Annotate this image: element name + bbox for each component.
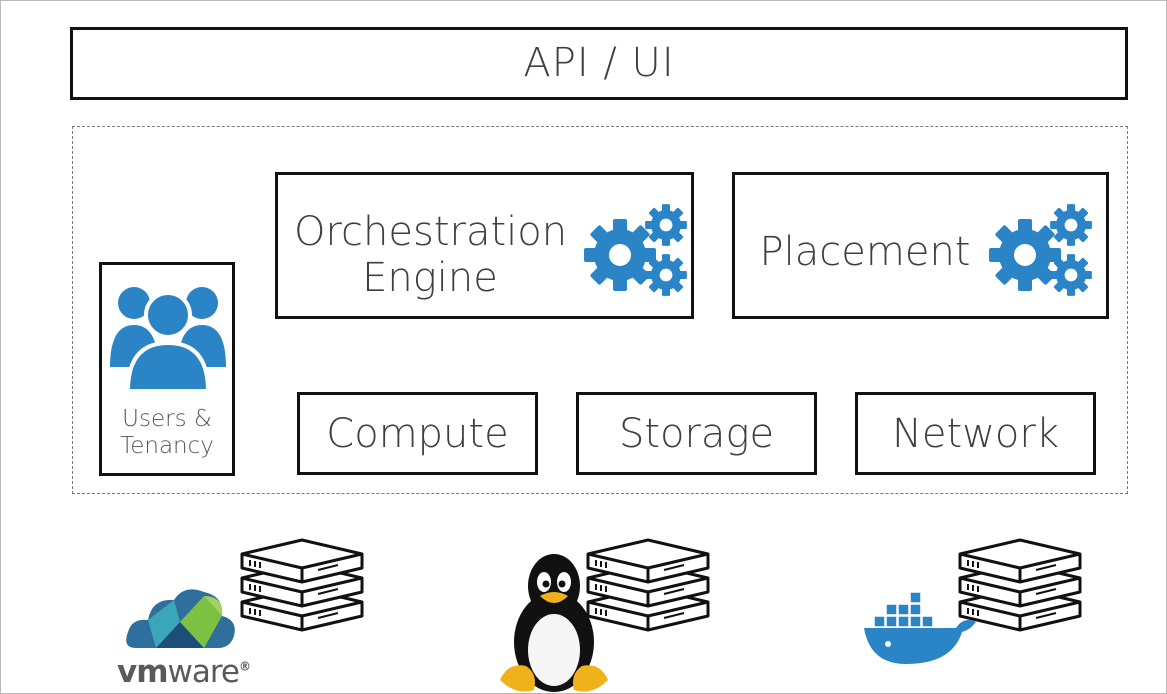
network-label: Network: [891, 411, 1059, 457]
server-stack-icon: [240, 538, 364, 632]
server-stack-icon: [586, 538, 710, 632]
placement-label: Placement: [759, 229, 971, 275]
users-tenancy-label: Users & Tenancy: [102, 406, 232, 460]
storage-box: Storage: [576, 392, 817, 475]
orchestration-engine-label: Orchestration Engine: [294, 209, 568, 301]
platform-boundary: [72, 126, 1128, 494]
compute-label: Compute: [326, 411, 509, 457]
users-line1: Users &: [122, 406, 212, 432]
server-stack-icon: [958, 538, 1082, 632]
vmware-rest: ware: [167, 654, 240, 690]
vmware-wordmark: vmware®: [117, 654, 251, 690]
linux-tux-icon: [500, 554, 608, 692]
vmware-mark: ®: [239, 659, 251, 674]
gears-icon: [584, 204, 687, 296]
network-box: Network: [855, 392, 1096, 475]
compute-box: Compute: [297, 392, 538, 475]
vmware-logo: [126, 589, 235, 648]
users-group-icon: [110, 287, 226, 393]
storage-label: Storage: [618, 411, 775, 457]
orchestration-line1: Orchestration: [294, 209, 568, 255]
api-ui-box: API / UI: [70, 27, 1128, 100]
orchestration-engine-box: Orchestration Engine: [275, 172, 694, 319]
api-ui-label: API / UI: [523, 40, 675, 86]
placement-box: Placement: [732, 172, 1109, 319]
users-line2: Tenancy: [120, 433, 214, 459]
docker-whale-icon: [864, 591, 976, 664]
gears-icon: [989, 204, 1092, 296]
orchestration-line2: Engine: [362, 255, 498, 301]
users-tenancy-box: Users & Tenancy: [99, 262, 235, 476]
vmware-bold: vm: [117, 654, 169, 690]
